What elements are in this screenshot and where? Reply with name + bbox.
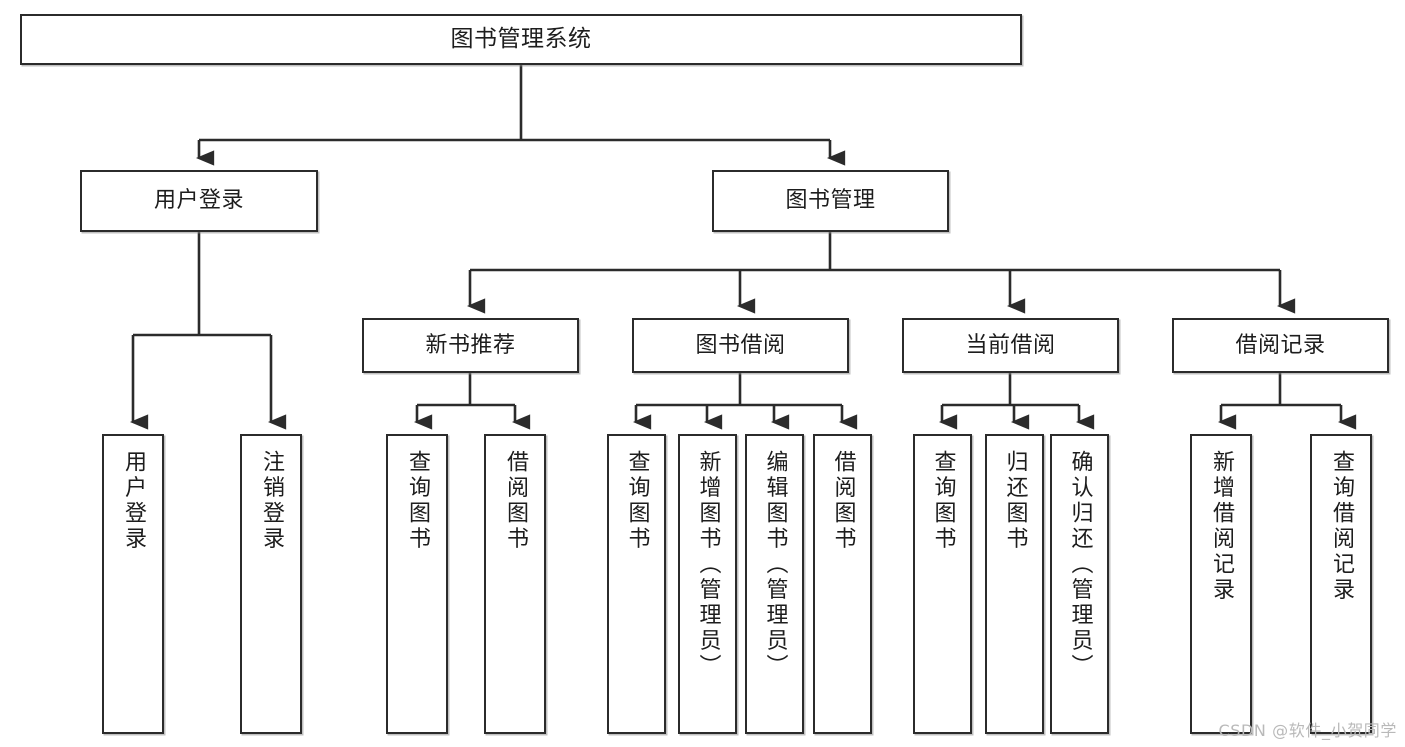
node-book-borrow[interactable]: 图书借阅 <box>632 318 849 373</box>
leaf-borrow-books[interactable]: 借阅图书 <box>813 434 872 734</box>
node-user-login[interactable]: 用户登录 <box>80 170 318 232</box>
leaf-add-borrow-record-label: 新增借阅记录 <box>1209 450 1234 603</box>
leaf-borrow-books-recommend[interactable]: 借阅图书 <box>484 434 546 734</box>
leaf-add-book-admin[interactable]: 新增图书（管理员） <box>678 434 737 734</box>
leaf-borrow-books-recommend-label: 借阅图书 <box>503 450 528 552</box>
leaf-user-login[interactable]: 用户登录 <box>102 434 164 734</box>
watermark: CSDN @软件_小贺同学 <box>1218 721 1397 740</box>
leaf-borrow-books-label: 借阅图书 <box>830 450 856 552</box>
node-borrow-record[interactable]: 借阅记录 <box>1172 318 1389 373</box>
leaf-logout[interactable]: 注销登录 <box>240 434 302 734</box>
leaf-add-book-admin-label: 新增图书（管理员） <box>695 450 721 680</box>
node-root[interactable]: 图书管理系统 <box>20 14 1022 65</box>
node-new-book-recommend-label: 新书推荐 <box>425 332 516 358</box>
node-current-borrow-label: 当前借阅 <box>965 332 1056 358</box>
leaf-search-books-recommend[interactable]: 查询图书 <box>386 434 448 734</box>
leaf-search-borrow-record[interactable]: 查询借阅记录 <box>1310 434 1372 734</box>
leaf-search-borrow-record-label: 查询借阅记录 <box>1329 450 1354 603</box>
node-user-login-label: 用户登录 <box>153 188 244 214</box>
leaf-search-books-borrow-label: 查询图书 <box>624 450 650 552</box>
leaf-confirm-return-admin[interactable]: 确认归还（管理员） <box>1050 434 1109 734</box>
node-root-label: 图书管理系统 <box>450 26 592 53</box>
leaf-add-borrow-record[interactable]: 新增借阅记录 <box>1190 434 1252 734</box>
leaf-logout-label: 注销登录 <box>259 450 284 552</box>
leaf-return-books-label: 归还图书 <box>1002 450 1028 552</box>
leaf-search-books-current[interactable]: 查询图书 <box>913 434 972 734</box>
leaf-confirm-return-admin-label: 确认归还（管理员） <box>1067 450 1093 680</box>
leaf-edit-book-admin-label: 编辑图书（管理员） <box>762 450 788 680</box>
leaf-edit-book-admin[interactable]: 编辑图书（管理员） <box>745 434 804 734</box>
node-new-book-recommend[interactable]: 新书推荐 <box>362 318 579 373</box>
leaf-return-books[interactable]: 归还图书 <box>985 434 1044 734</box>
leaf-search-books-recommend-label: 查询图书 <box>405 450 430 552</box>
leaf-search-books-borrow[interactable]: 查询图书 <box>607 434 666 734</box>
leaf-search-books-current-label: 查询图书 <box>930 450 956 552</box>
node-book-management[interactable]: 图书管理 <box>712 170 949 232</box>
node-book-management-label: 图书管理 <box>785 188 876 214</box>
node-book-borrow-label: 图书借阅 <box>695 332 786 358</box>
node-current-borrow[interactable]: 当前借阅 <box>902 318 1119 373</box>
node-borrow-record-label: 借阅记录 <box>1235 332 1326 358</box>
leaf-user-login-label: 用户登录 <box>121 450 146 552</box>
